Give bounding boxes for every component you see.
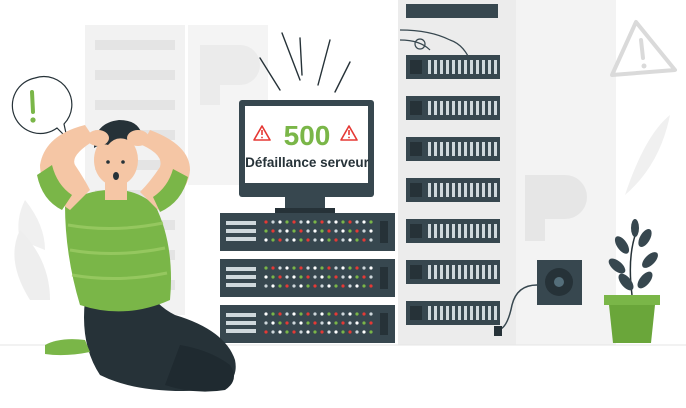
monitor	[239, 32, 374, 197]
warning-triangle-icon	[253, 125, 271, 141]
error-code: 500	[284, 120, 331, 151]
fan-box	[494, 260, 582, 336]
server-unit	[220, 305, 395, 343]
rack-unit	[406, 219, 500, 243]
error-message: Défaillance serveur	[245, 155, 370, 170]
server-unit	[220, 213, 395, 251]
exclamation-bubble-icon	[11, 75, 73, 140]
stressed-person	[37, 120, 236, 392]
rack-unit	[406, 301, 500, 325]
rack-unit	[406, 96, 500, 120]
rack-unit	[406, 55, 500, 79]
rack-unit	[406, 178, 500, 202]
server-stack	[220, 195, 395, 343]
server-unit	[220, 259, 395, 297]
warning-triangle-icon	[610, 20, 677, 77]
rack-unit	[406, 137, 500, 161]
rack-unit	[406, 260, 500, 284]
right-server-rack	[399, 4, 500, 325]
potted-plant	[604, 219, 660, 343]
warning-triangle-icon	[340, 125, 358, 141]
